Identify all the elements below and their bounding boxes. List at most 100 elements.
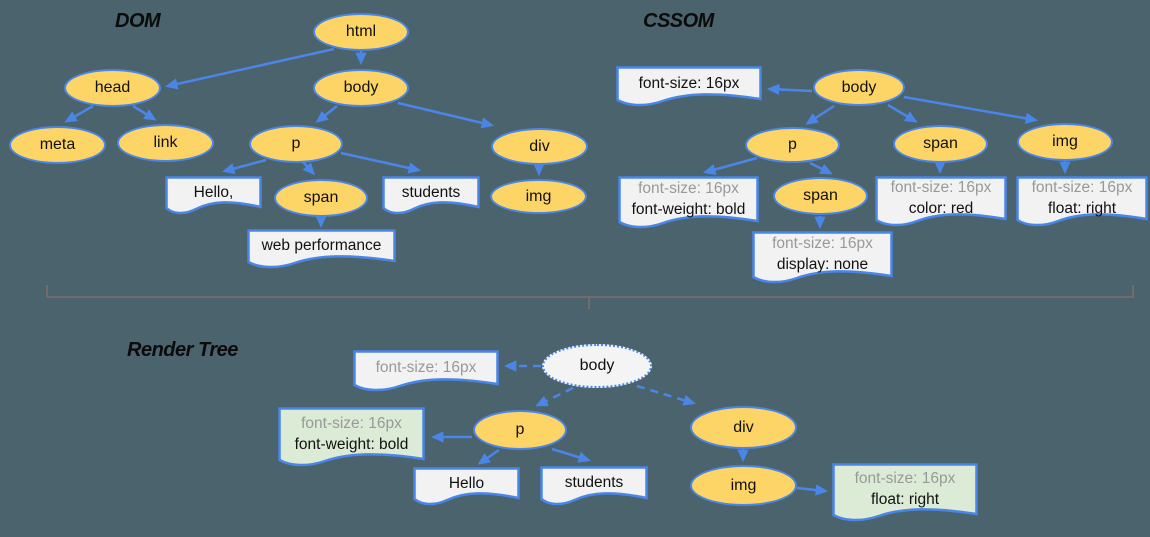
dom-node-body: body xyxy=(313,69,409,107)
cssom-node-span-child-label: span xyxy=(803,187,838,204)
arrow-dom-body-p xyxy=(315,105,338,123)
arrow-render-img-style xyxy=(796,484,829,496)
note-shape xyxy=(752,231,893,284)
dom-node-span-label: span xyxy=(303,189,339,206)
render-text-hello: Hello xyxy=(448,474,485,492)
cssom-node-span: span xyxy=(893,125,988,163)
dom-text-note-hello: Hello, xyxy=(165,176,262,216)
dom-node-meta: meta xyxy=(9,126,106,164)
note-shape xyxy=(1016,176,1148,227)
arrow-cssom-body-img xyxy=(903,95,1039,124)
arrow-dom-body-div xyxy=(397,101,495,129)
arrow-dom-head-meta xyxy=(64,104,94,123)
note-shape xyxy=(413,467,520,506)
merge-bracket xyxy=(46,285,1134,309)
dom-text-note-students: students xyxy=(382,176,480,216)
note-shape xyxy=(618,176,759,229)
cssom-node-body-label: body xyxy=(841,78,877,96)
cssom-span-child-style-line2: display: none xyxy=(776,256,869,273)
render-node-p-label: p xyxy=(515,421,525,438)
dom-node-p-label: p xyxy=(291,135,301,152)
dom-node-div-label: div xyxy=(529,137,550,155)
render-note-body-style: font-size: 16px xyxy=(353,350,499,393)
note-shape xyxy=(165,176,262,215)
dom-text-students: students xyxy=(401,183,461,201)
cssom-span-style-line2: color: red xyxy=(908,200,974,217)
cssom-body-style-line1: font-size: 16px xyxy=(638,74,740,92)
cssom-title: CSSOM xyxy=(643,10,714,32)
render-body-style-line1: font-size: 16px xyxy=(375,359,477,376)
cssom-node-p: p xyxy=(745,127,840,163)
cssom-note-img-style: font-size: 16px float: right xyxy=(1016,176,1148,228)
arrow-cssom-body-span xyxy=(887,103,918,123)
arrow-render-body-p xyxy=(535,386,574,407)
note-shape xyxy=(875,176,1007,227)
dom-node-link-label: link xyxy=(153,134,178,151)
render-note-img-style: font-size: 16px float: right xyxy=(832,463,978,523)
arrow-cssom-body-style xyxy=(766,83,813,96)
render-node-body-label: body xyxy=(579,357,615,374)
arrow-render-p-students xyxy=(551,447,591,463)
dom-node-html-label: html xyxy=(345,23,377,40)
dom-node-p: p xyxy=(249,125,343,163)
arrow-render-p-hello xyxy=(477,448,500,465)
note-shape xyxy=(247,229,396,269)
dom-text-hello: Hello, xyxy=(193,183,234,201)
dom-node-html: html xyxy=(313,13,409,51)
dom-title: DOM xyxy=(115,10,161,32)
render-img-style-line2: float: right xyxy=(870,491,940,508)
dom-node-div: div xyxy=(491,128,588,165)
cssom-node-img: img xyxy=(1017,123,1113,161)
render-node-div: div xyxy=(690,406,797,449)
dom-node-meta-label: meta xyxy=(39,136,76,153)
note-shape xyxy=(616,66,762,107)
cssom-p-style-line2: font-weight: bold xyxy=(631,201,746,218)
arrow-cssom-p-style xyxy=(702,156,758,175)
arrow-dom-p-hello xyxy=(221,158,267,175)
cssom-node-span-label: span xyxy=(923,135,958,152)
render-p-style-line2: font-weight: bold xyxy=(294,435,409,453)
note-shape xyxy=(353,350,499,392)
dom-node-head: head xyxy=(64,69,161,107)
dom-node-link: link xyxy=(117,124,214,162)
dom-node-img-label: img xyxy=(525,187,552,205)
render-note-p-style: font-size: 16px font-weight: bold xyxy=(278,407,425,468)
cssom-p-style-line1: font-size: 16px xyxy=(638,180,739,197)
render-node-p: p xyxy=(473,410,567,450)
cssom-img-style-line2: float: right xyxy=(1047,200,1117,217)
arrow-render-body-div xyxy=(636,384,696,406)
note-shape xyxy=(382,176,480,215)
render-node-body: body xyxy=(542,344,652,388)
note-shape xyxy=(278,407,425,467)
render-node-img: img xyxy=(690,465,797,506)
arrow-dom-p-span xyxy=(302,161,316,176)
note-shape xyxy=(832,463,978,522)
arrow-cssom-body-p xyxy=(805,104,835,125)
cssom-note-p-style: font-size: 16px font-weight: bold xyxy=(618,176,759,230)
dom-text-webperf: web performance xyxy=(261,237,382,254)
render-text-note-students: students xyxy=(540,466,648,507)
cssom-node-img-label: img xyxy=(1052,133,1078,150)
cssom-span-child-style-line1: font-size: 16px xyxy=(772,235,873,252)
render-p-style-line1: font-size: 16px xyxy=(301,414,402,432)
cssom-note-span-style: font-size: 16px color: red xyxy=(875,176,1007,228)
dom-node-head-label: head xyxy=(94,79,131,96)
arrow-dom-html-head xyxy=(164,47,335,90)
arrow-dom-p-students xyxy=(340,151,422,174)
render-img-style-line1: font-size: 16px xyxy=(854,470,956,487)
dom-text-note-webperf: web performance xyxy=(247,229,396,270)
dom-node-img: img xyxy=(490,179,587,214)
cssom-span-style-line1: font-size: 16px xyxy=(890,179,992,196)
cssom-node-span-child: span xyxy=(773,177,868,215)
render-text-students: students xyxy=(564,474,624,491)
cssom-img-style-line1: font-size: 16px xyxy=(1031,179,1133,196)
cssom-node-body: body xyxy=(813,69,905,106)
dom-node-body-label: body xyxy=(343,79,379,96)
cssom-note-body-style: font-size: 16px xyxy=(616,66,762,108)
dom-node-span: span xyxy=(274,179,368,217)
render-node-img-label: img xyxy=(730,476,757,494)
render-tree-title: Render Tree xyxy=(127,339,238,361)
note-shape xyxy=(540,466,648,506)
